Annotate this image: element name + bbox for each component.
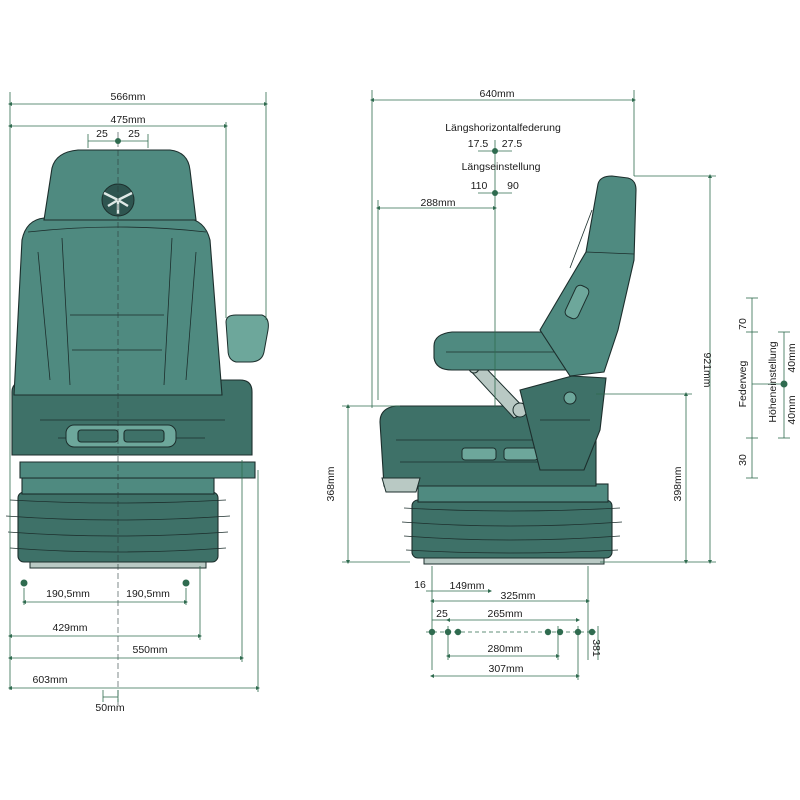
front-offset-50-label: 50mm: [95, 702, 124, 714]
travel-top-label: 70: [737, 318, 749, 330]
front-bolt-left-label: 190,5mm: [46, 588, 90, 600]
height-adjust-top-label: 40mm: [786, 343, 798, 372]
side-depth-288-label: 288mm: [420, 197, 455, 209]
horizontal-suspension-left-label: 17.5: [468, 138, 489, 150]
side-dim-280-label: 280mm: [487, 643, 522, 655]
side-height-398-label: 398mm: [672, 466, 684, 501]
height-adjust-bottom-label: 40mm: [786, 395, 798, 424]
front-seat-base: [11, 379, 256, 479]
side-mount-holes: [428, 628, 596, 636]
front-width-603-label: 603mm: [32, 674, 67, 686]
suspension-scale: 70 Federweg 30 Höheneinstellung 40mm 40m…: [737, 297, 798, 479]
longitudinal-adjust-right-label: 90: [507, 180, 519, 192]
front-dimension-labels: 566mm 475mm 25 25 190,5mm 190,5mm 429mm …: [32, 91, 170, 714]
side-backrest: [539, 175, 637, 377]
side-height-368-label: 368mm: [325, 466, 337, 501]
side-suspension-bellows: [401, 483, 623, 565]
longitudinal-adjust-title: Längseinstellung: [462, 161, 541, 173]
side-dimension-labels: 640mm Längshorizontalfederung 17.5 27.5 …: [325, 88, 713, 675]
side-dim-25-label: 25: [436, 608, 448, 620]
front-armrest: [225, 314, 269, 363]
side-dim-381-label: 381: [590, 639, 602, 657]
side-overall-depth-label: 640mm: [479, 88, 514, 100]
side-dim-325-label: 325mm: [500, 590, 535, 602]
side-dim-16-label: 16: [414, 579, 426, 591]
front-adjust-right-label: 25: [128, 128, 140, 140]
horizontal-suspension-right-label: 27.5: [502, 138, 523, 150]
front-mount-hole-right: [182, 579, 190, 587]
front-bolt-right-label: 190,5mm: [126, 588, 170, 600]
side-lower-frame: [519, 375, 607, 471]
side-height-921-label: 921mm: [701, 352, 713, 387]
front-view: [5, 132, 269, 705]
side-dim-307-label: 307mm: [488, 663, 523, 675]
front-mount-hole-left: [20, 579, 28, 587]
side-dimension-lines: [342, 90, 716, 680]
front-width-550-label: 550mm: [132, 644, 167, 656]
travel-bottom-label: 30: [737, 454, 749, 466]
longitudinal-adjust-left-label: 110: [471, 180, 488, 192]
front-dimension-lines: [8, 92, 268, 702]
front-backrest-width-label: 475mm: [110, 114, 145, 126]
travel-label: Federweg: [737, 361, 749, 408]
front-width-429-label: 429mm: [52, 622, 87, 634]
front-overall-width-label: 566mm: [110, 91, 145, 103]
height-adjust-label: Höheneinstellung: [767, 341, 779, 422]
side-dim-149-label: 149mm: [449, 580, 484, 592]
suspension-scale-center-dot: [780, 380, 788, 388]
front-adjust-left-label: 25: [96, 128, 108, 140]
horizontal-suspension-title: Längshorizontalfederung: [445, 122, 561, 134]
side-dim-265-label: 265mm: [487, 608, 522, 620]
side-view: [379, 148, 637, 565]
